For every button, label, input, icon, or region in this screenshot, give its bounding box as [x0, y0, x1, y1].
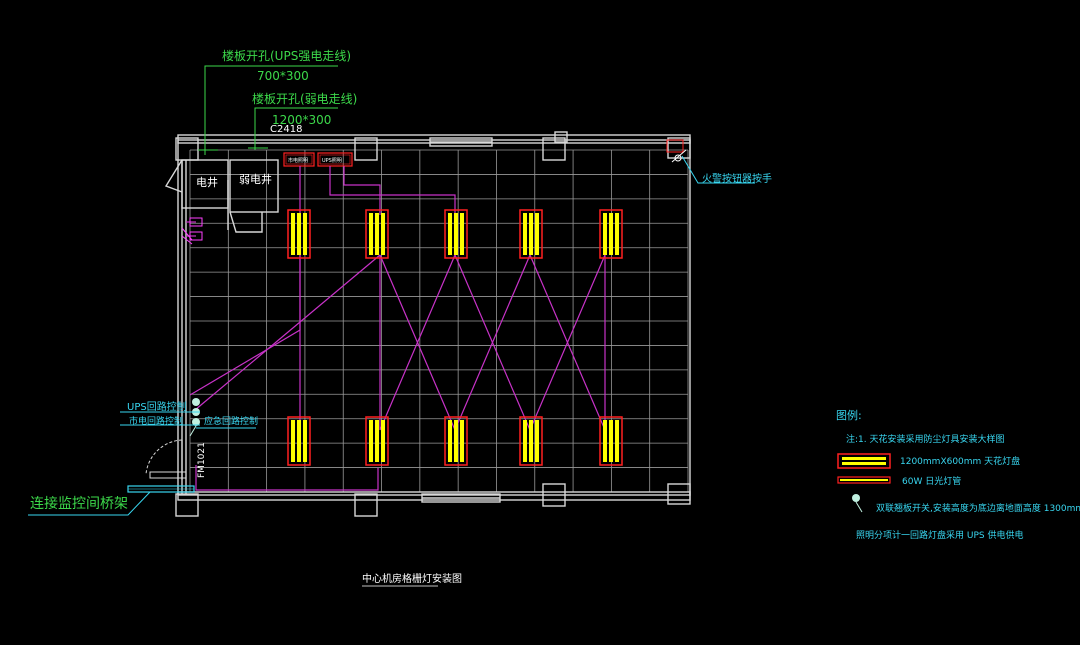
mains-switch-label: 市电回路控制 — [129, 415, 183, 427]
legend-tube-light-icon — [837, 476, 891, 484]
ups-switch-label: UPS回路控制 — [127, 400, 187, 413]
emergency-switch-icon — [192, 418, 200, 426]
column-top-left — [175, 137, 199, 161]
shafts: 电井 弱电井 C2418 — [164, 124, 302, 233]
legend-heading: 图例: — [836, 408, 862, 422]
grille-light — [287, 209, 311, 259]
drawing-title: 中心机房格栅灯安装图 — [362, 572, 462, 585]
lighting-wiring — [186, 166, 606, 491]
column-bottom-mid — [354, 493, 378, 517]
column-bottom-left — [175, 493, 199, 517]
grille-light — [519, 416, 543, 466]
left-switches: UPS回路控制 市电回路控制 应急回路控制 — [120, 217, 258, 437]
door: FM1021 — [145, 439, 207, 480]
column-top-right — [542, 137, 566, 161]
distribution-panels: 市电照明 UPS照明 — [283, 152, 353, 167]
weak-opening-title: 楼板开孔(弱电走线) — [252, 91, 357, 106]
weak-shaft — [229, 159, 279, 213]
switch-box-1 — [189, 217, 203, 227]
column-top-mid — [354, 137, 378, 161]
ups-opening-title: 楼板开孔(UPS强电走线) — [222, 48, 351, 63]
legend-switch-icon — [852, 494, 863, 513]
door-code-label: FM1021 — [197, 442, 207, 478]
fire-button-icon — [674, 154, 682, 162]
column-bottom-right — [542, 483, 566, 507]
grille-light — [365, 416, 389, 466]
legend-ups-note: 照明分项计一回路灯盘采用 UPS 供电供电 — [856, 529, 1023, 541]
column-bottom-corner — [667, 483, 691, 505]
grille-lights — [287, 209, 623, 466]
bridge-label: 连接监控间桥架 — [30, 495, 128, 512]
grille-light — [287, 416, 311, 466]
grille-light — [599, 416, 623, 466]
ups-opening-size: 700*300 — [257, 69, 309, 83]
legend: 图例: 注:1. 天花安装采用防尘灯具安装大样图 1200mmX600mm 天花… — [836, 408, 1080, 541]
grille-light — [365, 209, 389, 259]
legend-switch-label: 双联翘板开关,安装高度为底边离地面高度 1300mm — [876, 502, 1080, 514]
column-top-corner — [667, 137, 691, 159]
switch-box-2 — [189, 231, 203, 241]
fire-alarm: 火警按钮器按手 — [666, 139, 772, 185]
ups-panel-label: UPS照明 — [322, 158, 342, 164]
column-code-label: C2418 — [270, 124, 302, 135]
opening-callouts: 楼板开孔(UPS强电走线) 700*300 楼板开孔(弱电走线) 1200*30… — [198, 48, 357, 155]
mains-panel-label: 市电照明 — [288, 157, 308, 164]
legend-grille-light-icon — [837, 453, 891, 469]
legend-grille-light-label: 1200mmX600mm 天花灯盘 — [900, 455, 1020, 467]
electric-shaft-label: 电井 — [196, 175, 218, 189]
fire-alarm-label: 火警按钮器按手 — [702, 172, 772, 185]
legend-tube-light-label: 60W 日光灯管 — [902, 475, 961, 487]
room-walls — [175, 131, 691, 517]
fire-alarm-box — [666, 139, 684, 153]
legend-note: 注:1. 天花安装采用防尘灯具安装大样图 — [846, 433, 1004, 445]
weak-opening-size: 1200*300 — [272, 113, 331, 127]
grille-light — [444, 209, 468, 259]
cable-bridge: 连接监控间桥架 — [28, 485, 195, 516]
ceiling-grid — [189, 149, 689, 493]
grille-light — [519, 209, 543, 259]
weak-shaft-label: 弱电井 — [239, 172, 272, 186]
drawing-title-block: 中心机房格栅灯安装图 — [362, 572, 462, 587]
grille-light — [444, 416, 468, 466]
mains-lighting-panel — [283, 152, 315, 167]
grille-light — [599, 209, 623, 259]
ups-lighting-panel — [317, 152, 353, 167]
ups-switch-icon — [192, 398, 200, 406]
emergency-switch-label: 应急回路控制 — [204, 415, 258, 427]
